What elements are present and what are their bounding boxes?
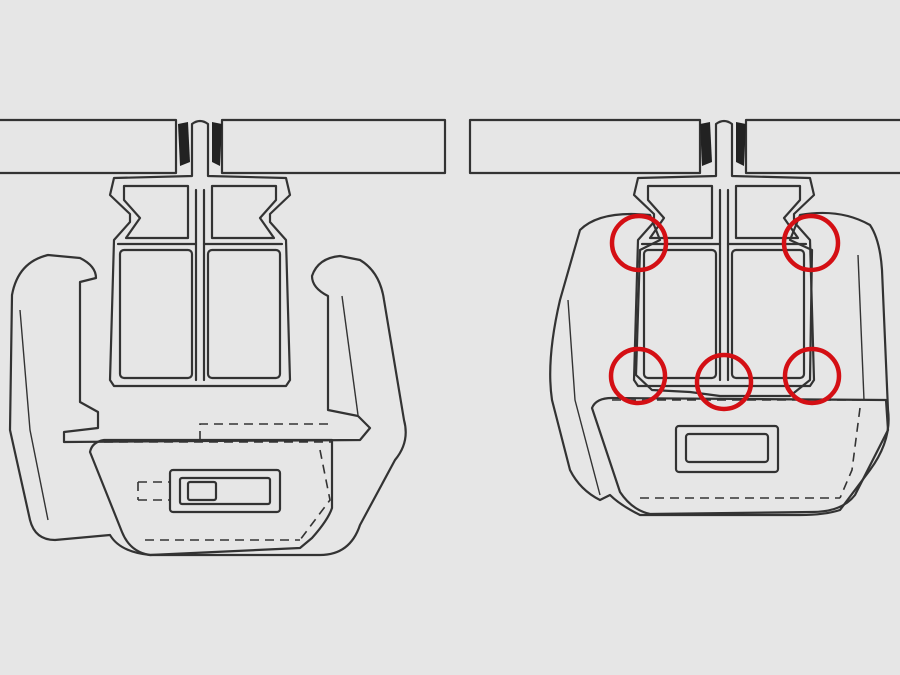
highlight-circle-upper-right: [781, 213, 841, 273]
clamp-body-right: [549, 211, 890, 517]
panel-engaged: [468, 118, 900, 517]
gasket-right: [700, 122, 746, 166]
highlight-circle-lower-left: [608, 346, 668, 406]
clamp-plate-left: [88, 438, 334, 557]
clamp-plate-right: [590, 396, 890, 516]
clamp-slot-right: [674, 424, 780, 474]
profile-right: [632, 119, 816, 388]
highlight-circle-lower-right: [782, 346, 842, 406]
glazing-panel-left: [0, 118, 447, 175]
clamp-slot-left: [137, 468, 282, 514]
profile-left: [108, 119, 292, 388]
glazing-panel-right: [468, 118, 900, 175]
gasket-left: [178, 122, 222, 166]
clamp-body-left: [8, 253, 407, 557]
panel-open: [0, 118, 447, 557]
highlight-circle-lower-center: [694, 352, 754, 412]
highlight-circle-upper-left: [609, 213, 669, 273]
